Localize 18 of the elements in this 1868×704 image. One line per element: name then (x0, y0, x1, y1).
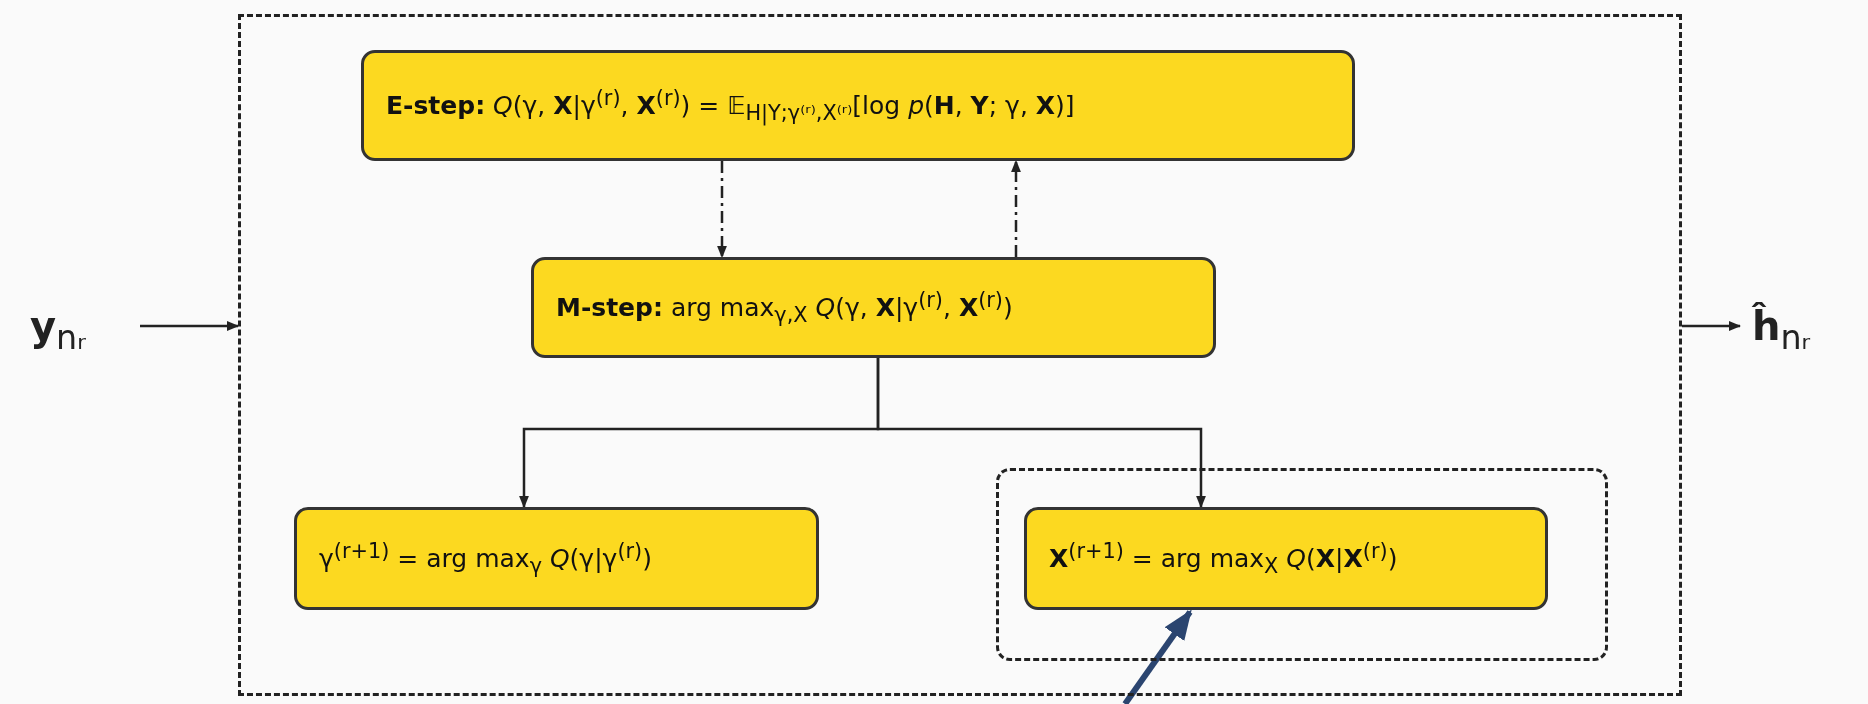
input-label: y$_{nᵣ}$ (30, 303, 86, 357)
arrow (1011, 159, 1021, 257)
process-box (1024, 507, 1548, 610)
output-label: ĥ$_{nᵣ}$ (1752, 303, 1811, 357)
process-box (361, 50, 1355, 161)
system-boundary-box (238, 14, 1682, 696)
group-box (996, 468, 1608, 661)
arrow (1682, 321, 1742, 331)
formula-text: E-step: Q(γ, X|γ$^{(r)}$, X$^{(r)}$) = 𝔼$_{H|Y;γ⁽ʳ⁾,X⁽ʳ⁾}$[log p(H, Y; γ, X)] (386, 85, 1075, 126)
process-box (294, 507, 819, 610)
arrow (876, 358, 1206, 509)
formula-text: M-step: arg max$_{γ,X}$ Q(γ, X|γ$^{(r)}$, X$^{(r)}$) (556, 287, 1013, 328)
arrow (717, 161, 727, 259)
arrow (1122, 609, 1193, 704)
arrow (140, 321, 240, 331)
process-box (531, 257, 1216, 358)
formula-text: γ$^{(r+1)}$ = arg max$_{γ}$ Q(γ|γ$^{(r)}$) (319, 538, 652, 579)
formula-text: X$^{(r+1)}$ = arg max$_{X}$ Q(X|X$^{(r)}$) (1049, 538, 1398, 579)
